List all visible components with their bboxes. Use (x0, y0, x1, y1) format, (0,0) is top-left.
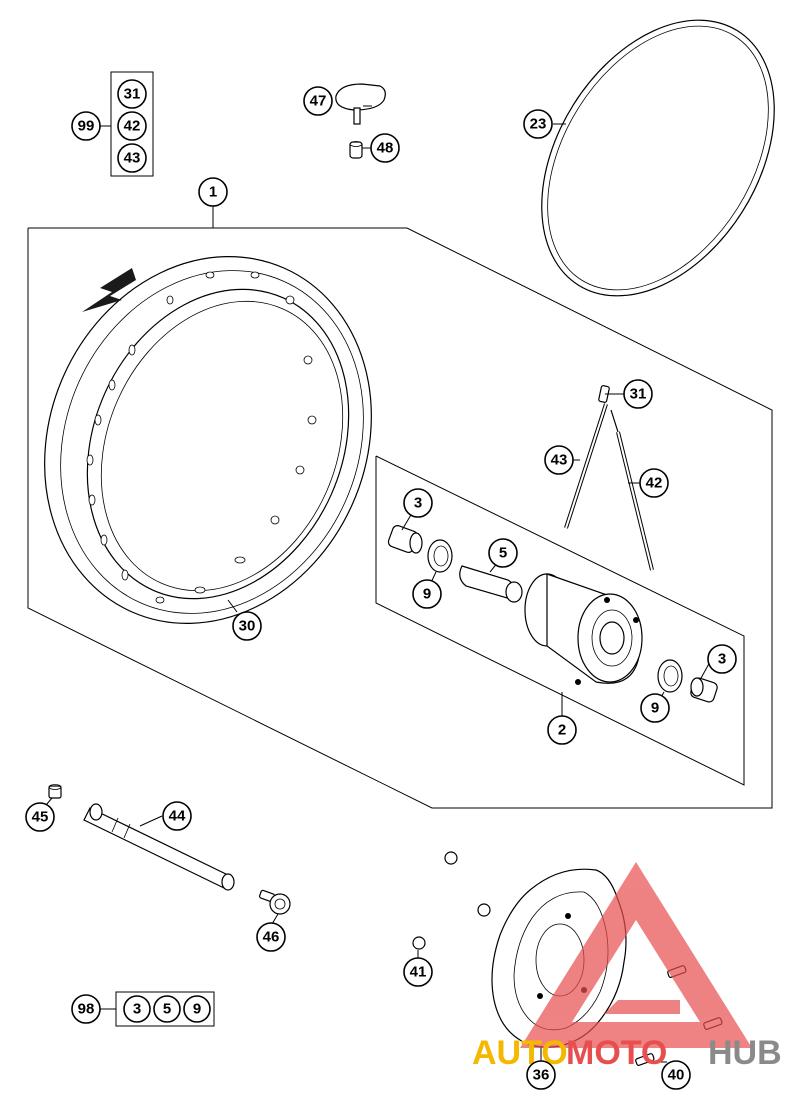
watermark-text: AUTO MOTO HUB (472, 1034, 782, 1072)
callout-1: 1 (198, 177, 228, 207)
svg-text:9: 9 (193, 1001, 201, 1018)
svg-text:30: 30 (239, 618, 256, 635)
rim-tape-part (541, 19, 775, 297)
callout-98: 98 (71, 994, 101, 1024)
svg-text:31: 31 (630, 386, 647, 403)
svg-text:5: 5 (163, 1001, 171, 1018)
callout-41: 41 (403, 957, 433, 987)
spoke-outer-part (610, 409, 654, 571)
callout-31-kit: 31 (117, 79, 147, 109)
svg-text:3: 3 (414, 495, 422, 512)
callout-46: 46 (256, 922, 286, 952)
callout-48: 48 (370, 133, 400, 163)
callout-43-kit: 43 (117, 143, 147, 173)
svg-text:2: 2 (558, 722, 566, 739)
callout-42-kit: 42 (117, 111, 147, 141)
svg-text:45: 45 (32, 809, 49, 826)
svg-text:47: 47 (310, 93, 327, 110)
svg-text:1: 1 (209, 184, 217, 201)
callout-3-left: 3 (403, 488, 433, 518)
callout-44: 44 (162, 801, 192, 831)
watermark-hub: HUB (708, 1034, 782, 1072)
distance-sleeve-part (459, 565, 523, 603)
svg-text:23: 23 (530, 116, 547, 133)
axle-nut-part (48, 784, 62, 799)
svg-text:44: 44 (169, 808, 186, 825)
axle-clamp-bolt-part (259, 889, 291, 915)
callout-31-spoke: 31 (623, 379, 653, 409)
callout-99: 99 (71, 111, 101, 141)
svg-text:43: 43 (124, 150, 141, 167)
axle-part (83, 803, 235, 891)
callout-9-left: 9 (412, 579, 442, 609)
svg-text:42: 42 (124, 118, 141, 135)
callout-5: 5 (488, 538, 518, 568)
callout-2: 2 (547, 715, 577, 745)
svg-text:9: 9 (423, 586, 431, 603)
spoke-inner-part (564, 403, 608, 529)
disc-nut-part (412, 851, 491, 950)
watermark-auto: AUTO (472, 1034, 568, 1072)
svg-text:99: 99 (78, 118, 95, 135)
wheel-assembly-frame (27, 227, 773, 809)
svg-text:46: 46 (263, 929, 280, 946)
svg-text:3: 3 (718, 651, 726, 668)
svg-text:3: 3 (133, 1001, 141, 1018)
rotation-direction-arrow (82, 268, 136, 312)
bearing-left-part (427, 539, 453, 573)
watermark-moto: MOTO (566, 1034, 667, 1072)
kit-99-box (110, 71, 154, 177)
spacer-right-part (690, 677, 718, 703)
rim-lock-part (335, 83, 386, 125)
callout-30: 30 (232, 611, 262, 641)
hub-part (524, 573, 643, 685)
callout-9-right: 9 (640, 693, 670, 723)
watermark-logo (520, 862, 752, 1048)
spacer-left-part (387, 525, 423, 554)
callout-47: 47 (303, 86, 333, 116)
callout-98-9: 9 (183, 995, 211, 1023)
svg-text:5: 5 (499, 545, 507, 562)
callout-42-spoke: 42 (639, 468, 669, 498)
svg-text:36: 36 (533, 1067, 550, 1084)
callout-98-5: 5 (153, 995, 181, 1023)
svg-text:48: 48 (377, 140, 394, 157)
callout-43-spoke: 43 (544, 445, 574, 475)
rim-lock-nut-part (349, 141, 363, 159)
svg-text:41: 41 (410, 964, 427, 981)
svg-text:98: 98 (78, 1001, 95, 1018)
hub-assembly-frame (375, 455, 745, 786)
spoke-nipple-part (598, 385, 610, 403)
bearing-right-part (657, 659, 683, 693)
callout-3-right: 3 (707, 644, 737, 674)
callout-98-3: 3 (123, 995, 151, 1023)
callout-40: 40 (661, 1060, 691, 1090)
rim-part (44, 256, 372, 624)
svg-text:9: 9 (651, 700, 659, 717)
svg-text:42: 42 (646, 475, 663, 492)
svg-text:31: 31 (124, 86, 141, 103)
callout-23: 23 (523, 109, 553, 139)
callout-45: 45 (25, 802, 55, 832)
svg-text:40: 40 (668, 1067, 685, 1084)
callout-36: 36 (526, 1060, 556, 1090)
svg-text:43: 43 (551, 452, 568, 469)
